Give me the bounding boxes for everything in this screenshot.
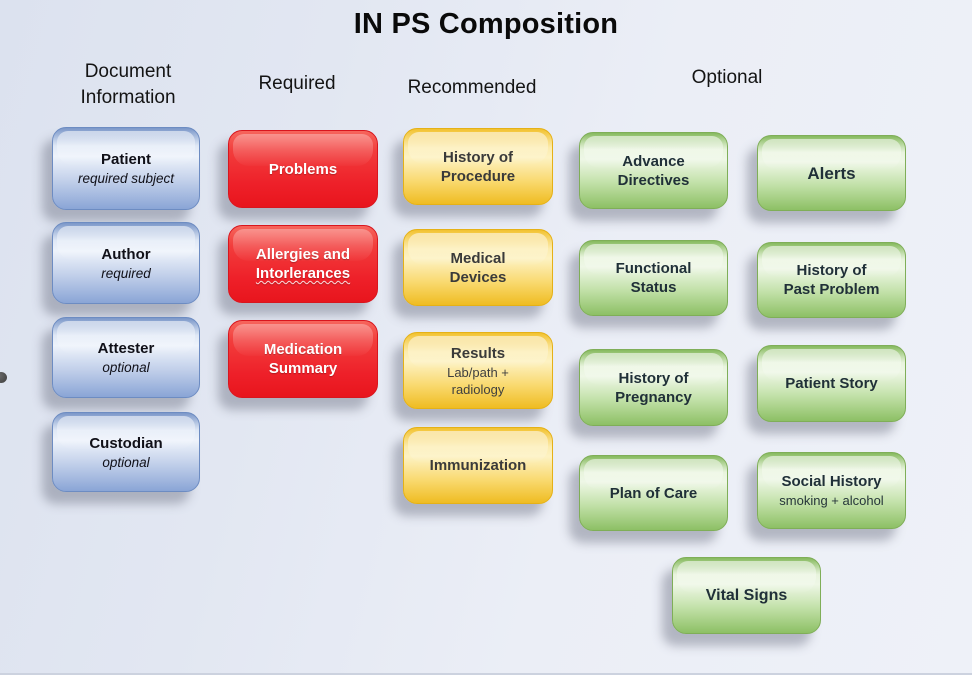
card-patient-story: Patient Story	[757, 345, 906, 422]
card-title-line1: Allergies and	[255, 246, 351, 263]
card-title: Medication Summary	[263, 341, 343, 377]
card-functional-status: Functional Status	[579, 240, 728, 316]
card-history-of-pregnancy: History of Pregnancy	[579, 349, 728, 426]
card-social-history: Social History smoking + alcohol	[757, 452, 906, 529]
card-title: Vital Signs	[705, 587, 788, 604]
slide-title: IN PS Composition	[353, 8, 619, 40]
card-subtitle: smoking + alcohol	[779, 493, 884, 508]
card-title: Patient Story	[785, 375, 878, 392]
card-title: Plan of Care	[609, 484, 698, 502]
card-subtitle: optional	[102, 360, 150, 375]
card-author: Author required	[52, 222, 200, 304]
card-title: Results	[450, 344, 506, 362]
card-title: Author	[101, 245, 151, 263]
left-edge-dot	[0, 372, 7, 383]
column-header-optional: Optional	[691, 67, 763, 88]
column-header-document-information: Document Information	[80, 61, 176, 108]
card-title: Patient	[100, 151, 151, 168]
card-title: Alerts	[807, 163, 856, 183]
card-medical-devices: Medical Devices	[403, 229, 553, 306]
card-subtitle: required	[101, 265, 151, 281]
card-immunization: Immunization	[403, 427, 553, 504]
card-title-line2-misspelled: Intorlerances	[255, 265, 351, 282]
card-title: History of Procedure	[440, 148, 516, 185]
card-results: Results Lab/path + radiology	[403, 332, 553, 409]
card-title: Social History	[781, 473, 882, 490]
column-header-required: Required	[258, 73, 336, 94]
card-patient: Patient required subject	[52, 127, 200, 210]
card-title: Advance Directives	[617, 152, 690, 189]
card-problems: Problems	[228, 130, 378, 208]
card-title: Immunization	[429, 457, 527, 474]
column-header-recommended: Recommended	[407, 77, 537, 98]
card-custodian: Custodian optional	[52, 412, 200, 492]
card-subtitle: required subject	[77, 171, 175, 186]
card-advance-directives: Advance Directives	[579, 132, 728, 209]
card-title: Custodian	[89, 434, 163, 452]
card-title: Functional Status	[615, 260, 692, 296]
card-title: Medical Devices	[449, 249, 507, 286]
slide-bottom-edge	[0, 673, 972, 675]
card-title: History of Pregnancy	[615, 369, 692, 406]
card-title: History of Past Problem	[783, 262, 880, 298]
card-medication-summary: Medication Summary	[228, 320, 378, 398]
card-subtitle: optional	[102, 454, 150, 470]
card-alerts: Alerts	[757, 135, 906, 211]
card-title: Problems	[268, 160, 338, 178]
card-subtitle: Lab/path + radiology	[447, 364, 509, 397]
card-attester: Attester optional	[52, 317, 200, 398]
card-title: Attester	[97, 340, 155, 357]
card-history-of-past-problem: History of Past Problem	[757, 242, 906, 318]
card-plan-of-care: Plan of Care	[579, 455, 728, 531]
card-history-of-procedure: History of Procedure	[403, 128, 553, 205]
card-vital-signs: Vital Signs	[672, 557, 821, 634]
